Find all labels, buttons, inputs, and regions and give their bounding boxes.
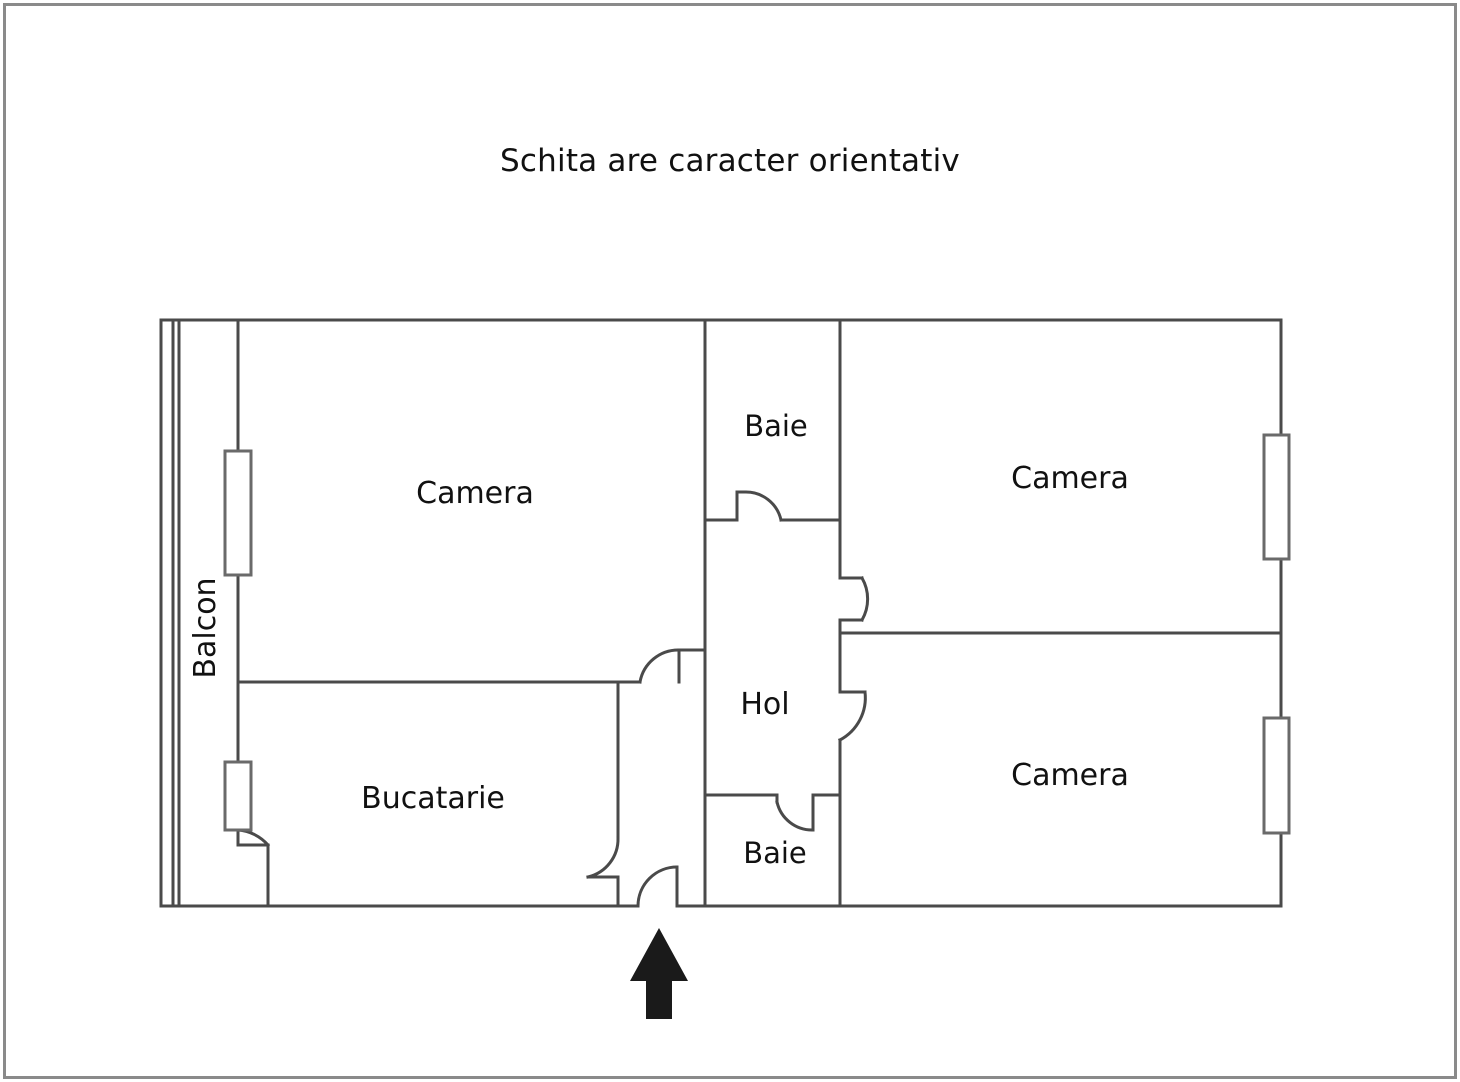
room-label-camera-top-right: Camera [1011, 461, 1129, 496]
window-camera-top-right [1262, 433, 1291, 561]
windows [223, 433, 1291, 835]
balcony-walls [159, 318, 181, 908]
room-label-camera-top-left: Camera [416, 476, 534, 511]
exterior-walls [159, 318, 1283, 908]
window-balcon-lower [223, 760, 253, 832]
room-label-balcon: Balcon [188, 577, 223, 678]
wall-baie-top-south [703, 490, 842, 522]
door-camera-hol [616, 648, 707, 684]
window-camera-bot-right [1262, 716, 1291, 835]
window-balcon-upper [223, 449, 253, 577]
room-label-hol: Hol [740, 687, 789, 722]
wall-entry-reveal [586, 836, 620, 879]
room-label-camera-bottom-right: Camera [1011, 758, 1129, 793]
room-label-baie-top: Baie [744, 409, 808, 443]
room-label-baie-bottom: Baie [743, 836, 807, 870]
door-hol-camera-bottom [837, 690, 867, 743]
wall-baie-bottom-north [703, 793, 842, 832]
page-title: Schita are caracter orientativ [500, 143, 960, 179]
entrance-arrow-icon [630, 928, 688, 1019]
room-label-bucatarie: Bucatarie [361, 781, 505, 816]
door-hol-camera-top [838, 575, 870, 623]
door-bucatarie-balcon [236, 828, 271, 848]
door-entrance [636, 865, 679, 908]
